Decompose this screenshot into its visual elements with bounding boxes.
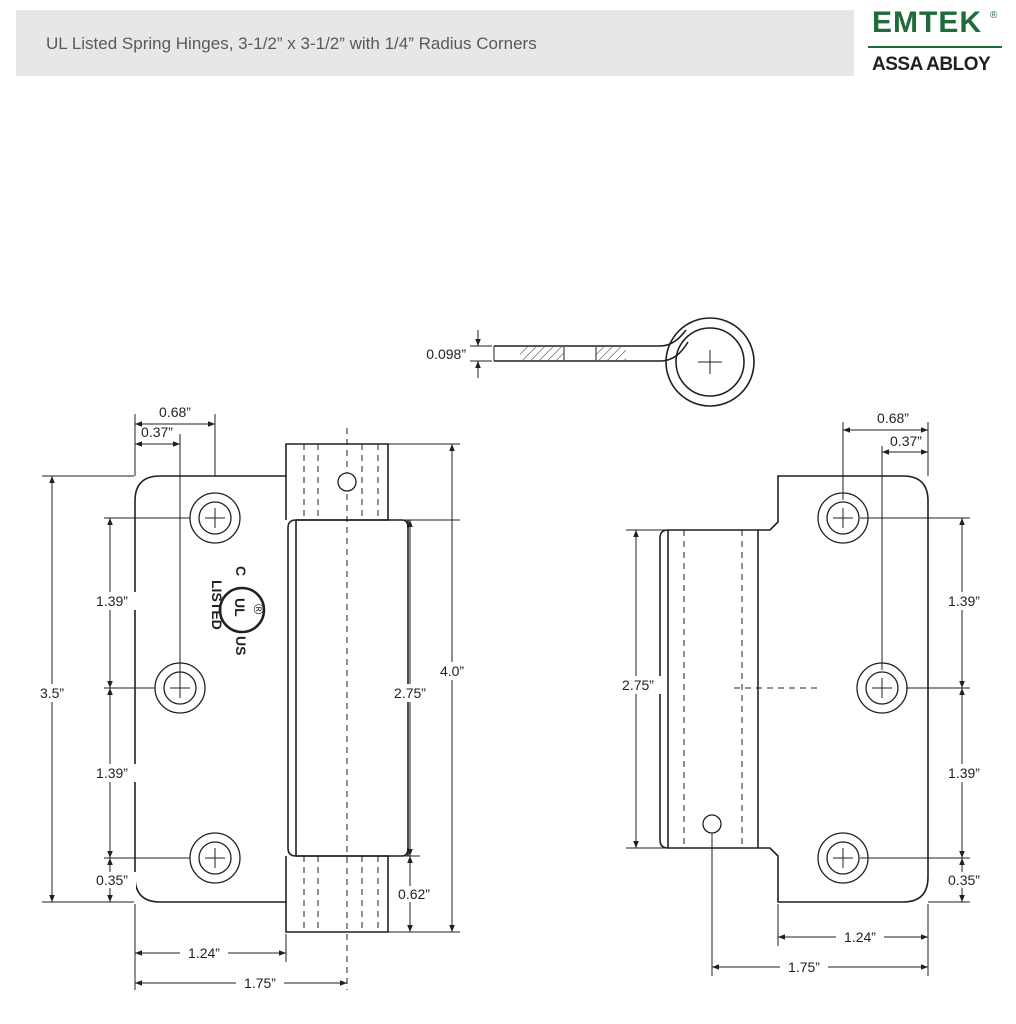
dim-bg <box>940 872 988 888</box>
screw-hole <box>817 832 869 884</box>
dim-bg <box>612 676 664 694</box>
dim-right-175: 1.75” <box>788 959 820 975</box>
dim-left-062: 0.62” <box>398 886 430 902</box>
right-hinge: 0.68” 0.37” 2.75” 1.39” 1.39” 0.35” 1.24… <box>612 410 988 976</box>
dim-bg <box>940 592 988 610</box>
knuckle-inner <box>675 327 745 397</box>
dim-right-068: 0.68” <box>877 410 909 426</box>
screw-hole <box>189 832 241 884</box>
dim-left-40: 4.0” <box>440 663 464 679</box>
section-hatch-right <box>596 347 626 360</box>
dim-bg <box>236 975 284 991</box>
adjust-hole <box>337 472 357 492</box>
section-hatch-left <box>520 347 564 360</box>
dim-bg <box>180 945 228 961</box>
left-hinge: UL C US ® LISTED 0.68” 0.37” 3.5” 1.39” … <box>30 404 472 991</box>
ul-c: C <box>233 566 249 576</box>
dim-bg <box>88 872 136 888</box>
leaf-section-top <box>494 329 687 347</box>
dim-bg <box>88 592 136 610</box>
right-leaf-outline <box>659 475 929 903</box>
dim-right-037: 0.37” <box>890 433 922 449</box>
knuckle-outer <box>665 317 755 407</box>
ul-listed: LISTED <box>209 580 225 630</box>
dim-thickness: 0.098” <box>426 346 466 362</box>
screw-hole <box>856 662 908 714</box>
ul-registered: ® <box>251 604 267 615</box>
dim-bg <box>940 764 988 782</box>
logo-rule <box>868 46 1002 48</box>
logo-parent-company: ASSA ABLOY <box>872 54 991 75</box>
dim-left-175: 1.75” <box>244 975 276 991</box>
ul-listed-mark: UL C US ® LISTED <box>209 566 267 655</box>
dim-bg <box>30 684 68 702</box>
logo-brand: EMTEK <box>872 6 982 39</box>
dim-left-139-top: 1.39” <box>96 593 128 609</box>
dim-bg <box>392 886 438 902</box>
ul-us: US <box>233 636 249 655</box>
dim-bg <box>836 929 884 945</box>
emtek-logo: EMTEK ® ASSA ABLOY <box>866 6 1006 78</box>
ul-letters: UL <box>232 598 248 617</box>
adjust-hole <box>702 814 722 834</box>
dim-right-139-top: 1.39” <box>948 593 980 609</box>
dim-right-035: 0.35” <box>948 872 980 888</box>
dim-bg <box>384 684 436 702</box>
page-title: UL Listed Spring Hinges, 3-1/2” x 3-1/2”… <box>46 34 537 53</box>
dim-left-124: 1.24” <box>188 945 220 961</box>
dim-right-275: 2.75” <box>622 677 654 693</box>
dim-left-035: 0.35” <box>96 872 128 888</box>
dim-right-124: 1.24” <box>844 929 876 945</box>
title-bar: UL Listed Spring Hinges, 3-1/2” x 3-1/2”… <box>16 10 854 76</box>
dim-bg <box>88 764 136 782</box>
leaf-section-bottom <box>494 341 689 362</box>
dim-left-275: 2.75” <box>394 685 426 701</box>
dim-bg <box>432 662 472 680</box>
dim-right-139-bottom: 1.39” <box>948 765 980 781</box>
logo-registered-mark: ® <box>990 10 998 21</box>
dim-left-037: 0.37” <box>141 424 173 440</box>
dim-left-35: 3.5” <box>40 685 64 701</box>
dim-bg <box>780 959 828 975</box>
screw-hole <box>189 492 241 544</box>
dim-left-068: 0.68” <box>159 404 191 420</box>
section-view: 0.098” <box>426 317 755 407</box>
dim-left-139-bottom: 1.39” <box>96 765 128 781</box>
